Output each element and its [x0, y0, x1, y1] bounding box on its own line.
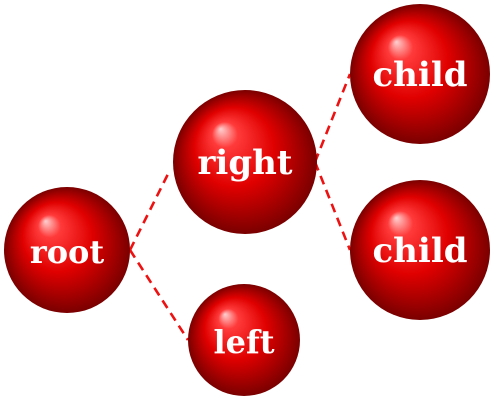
nodes-layer: root left right child child [4, 4, 490, 396]
node-left-label: left [213, 323, 274, 361]
node-right: right [173, 90, 317, 234]
node-root: root [4, 187, 130, 313]
node-child-top-sphere [350, 4, 490, 144]
node-child-bottom-label: child [372, 231, 467, 271]
node-child-top-label: child [372, 55, 467, 95]
node-left-sphere [188, 284, 300, 396]
node-child-bottom: child [350, 180, 490, 320]
node-child-bottom-sphere [350, 180, 490, 320]
edge-root-left [128, 249, 190, 341]
edge-right-child1 [313, 73, 352, 163]
node-right-sphere [173, 90, 317, 234]
node-right-label: right [197, 143, 292, 183]
edge-root-right [128, 169, 172, 251]
node-root-label: root [30, 233, 105, 271]
node-child-top: child [350, 4, 490, 144]
node-root-sphere [4, 187, 130, 313]
node-left: left [188, 284, 300, 396]
edges-layer [128, 73, 352, 341]
edge-right-child2 [313, 161, 352, 251]
